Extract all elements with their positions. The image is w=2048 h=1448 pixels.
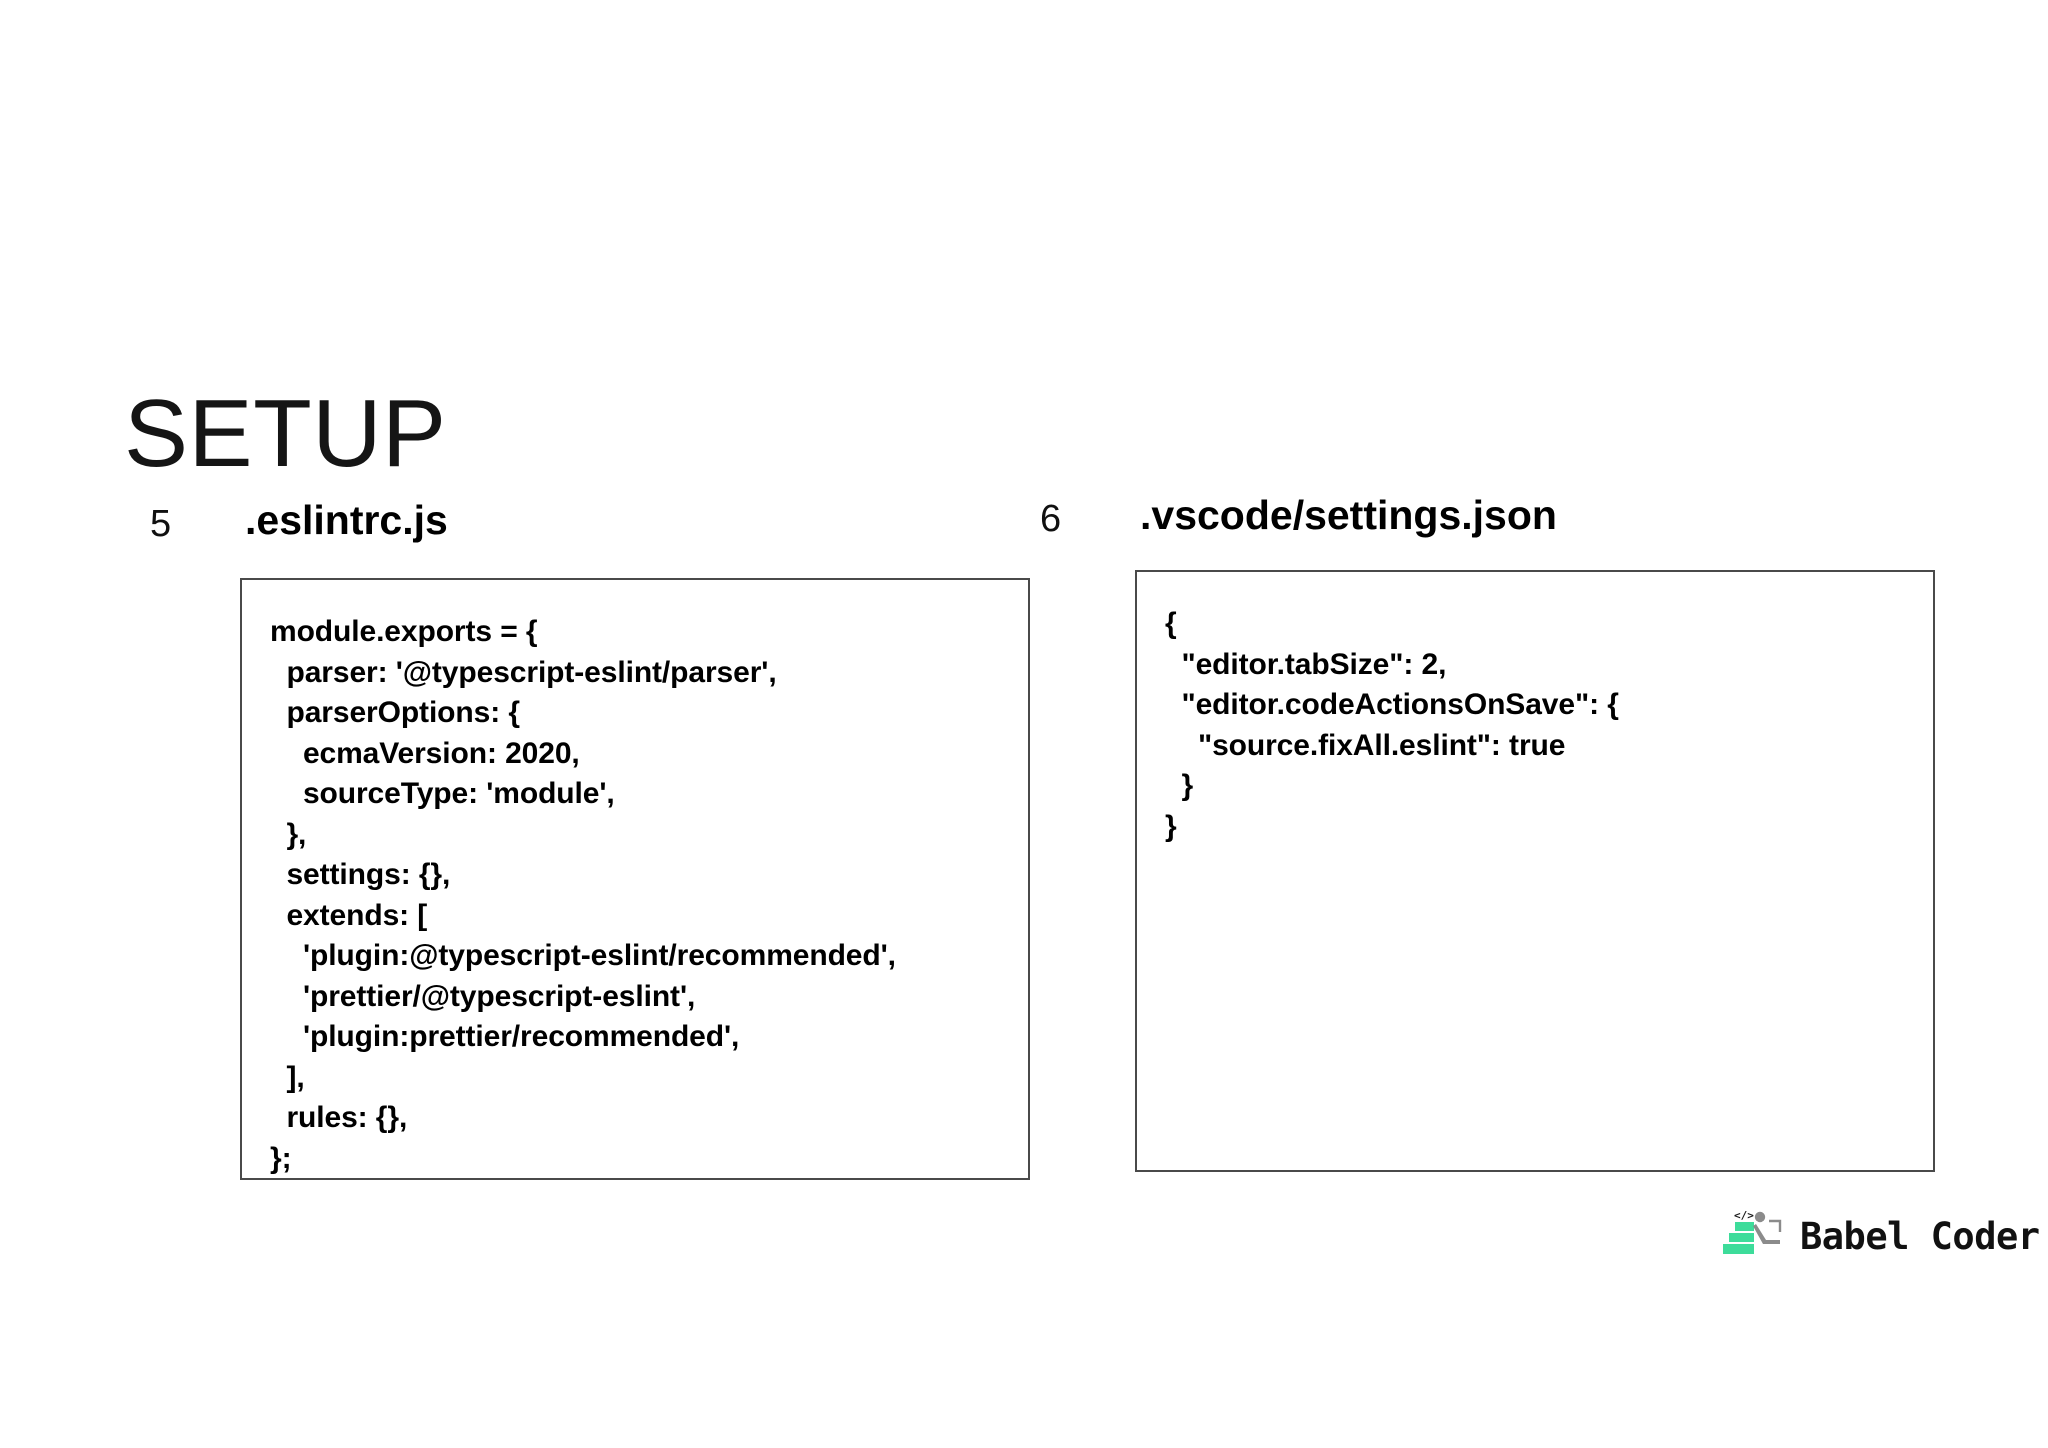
babel-coder-ziggurat-icon: </> [1722, 1208, 1784, 1264]
item-index-6: 6 [1040, 498, 1062, 540]
brand-logo: </> Babel Coder [1722, 1208, 2040, 1264]
page-title: SETUP [124, 380, 447, 488]
code-line: { [1165, 607, 1177, 640]
code-line: sourceType: 'module', [270, 777, 615, 810]
code-line: "editor.codeActionsOnSave": { [1165, 688, 1619, 721]
code-line: "editor.tabSize": 2, [1165, 647, 1447, 681]
code-line: ecmaVersion: 2020, [270, 736, 580, 770]
code-line: settings: {}, [270, 858, 451, 891]
code-line: } [1165, 769, 1194, 802]
code-block-eslintrc: module.exports = { parser: '@typescript-… [240, 578, 1030, 1180]
code-line: "source.fixAll.eslint": true [1165, 728, 1566, 762]
code-line: parserOptions: { [270, 696, 520, 729]
code-line: } [1165, 809, 1177, 843]
item-title-eslintrc: .eslintrc.js [245, 497, 448, 543]
item-index-5: 5 [150, 503, 172, 545]
svg-text:</>: </> [1734, 1209, 1754, 1222]
code-line: parser: '@typescript-eslint/parser', [270, 655, 777, 689]
code-line: 'prettier/@typescript-eslint', [270, 979, 696, 1013]
code-line: }, [270, 817, 307, 851]
code-line: ], [270, 1060, 305, 1094]
code-line: extends: [ [270, 898, 428, 932]
item-title-vscode-settings: .vscode/settings.json [1140, 492, 1557, 538]
brand-name: Babel Coder [1800, 1214, 2040, 1258]
code-line: 'plugin:@typescript-eslint/recommended', [270, 939, 896, 972]
code-block-vscode-settings: { "editor.tabSize": 2, "editor.codeActio… [1135, 570, 1935, 1172]
code-line: module.exports = { [270, 615, 538, 648]
code-line: 'plugin:prettier/recommended', [270, 1020, 740, 1053]
code-line: }; [270, 1141, 292, 1175]
code-line: rules: {}, [270, 1101, 408, 1134]
